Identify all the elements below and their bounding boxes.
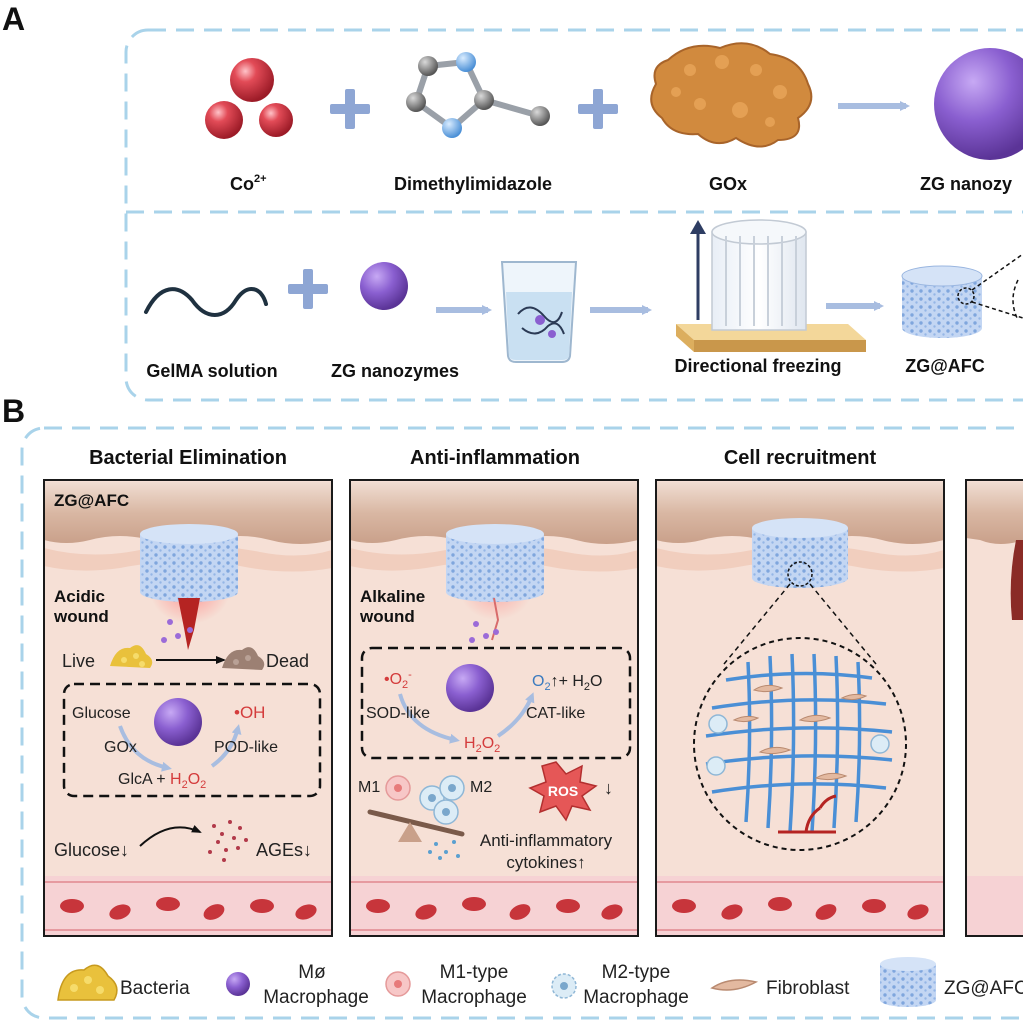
panel-a-letter: A — [2, 1, 25, 37]
glucose-decrease-label: Glucose↓ — [54, 840, 129, 860]
beaker — [500, 261, 578, 363]
dead-label: Dead — [266, 651, 309, 671]
new-vessel — [778, 794, 837, 834]
legend-fibroblast-icon — [710, 979, 759, 991]
directional-freezing-device — [676, 219, 866, 352]
legend-bacteria-label: Bacteria — [120, 978, 190, 999]
legend-m1-icon — [385, 971, 411, 997]
m2-macrophage-cluster — [419, 775, 465, 825]
plus-sign-1 — [330, 89, 370, 129]
legend-scaffold-label: ZG@AFC — [944, 978, 1023, 999]
scaffold-box-3 — [752, 518, 848, 588]
dimethylimidazole-molecule — [406, 52, 550, 138]
nanozyme-box-2 — [446, 664, 494, 712]
zg-nanozymes-label: ZG nanozymes — [331, 361, 459, 381]
zg-nanozyme-small — [360, 262, 408, 310]
cytokines-label-1: Anti-inflammatory — [480, 831, 613, 850]
panel-a-frame — [124, 28, 1023, 402]
red-blood-cells — [60, 897, 929, 920]
pod-curve-arrow — [210, 724, 242, 768]
h2o2-label-2: H2O2 — [464, 735, 500, 755]
zg-nanozyme-large — [934, 48, 1023, 160]
gox-label: GOx — [709, 174, 747, 194]
cat-like-label: CAT-like — [526, 705, 585, 722]
legend-bacteria-icon — [57, 964, 118, 1001]
panel-b-letter: B — [2, 393, 25, 429]
scaffold-box-1 — [140, 524, 238, 602]
wound-clot-1 — [178, 598, 200, 650]
freezing-label: Directional freezing — [674, 356, 841, 376]
glucose-to-ages-arrow — [139, 824, 202, 847]
plus-sign-3 — [288, 269, 328, 309]
cytokine-dots — [428, 840, 460, 860]
gox-texture — [671, 55, 787, 127]
m2-cells-in-mesh — [706, 714, 890, 776]
reaction-box-2 — [360, 646, 632, 760]
fibroblasts-in-mesh — [732, 684, 868, 781]
m1-macrophage-icon — [385, 775, 411, 801]
alkaline-wound-label-2: wound — [359, 607, 415, 626]
gelma-strand — [144, 287, 268, 317]
legend-fibroblast-label: Fibroblast — [766, 978, 850, 999]
cat-curve-arrow — [496, 692, 535, 738]
scaffold-box-2 — [446, 524, 544, 602]
legend-scaffold-icon — [880, 957, 936, 1007]
seesaw — [367, 809, 465, 842]
acidic-wound-label-2: wound — [53, 607, 109, 626]
hydroxyl-label: •OH — [234, 703, 265, 722]
column-title-inflammation: Anti-inflammation — [410, 447, 580, 469]
ros-label: ROS — [548, 783, 578, 799]
alkaline-wound-label-1: Alkaline — [360, 587, 425, 606]
dead-bacteria-icon — [222, 647, 265, 670]
live-bacteria-icon — [110, 645, 153, 668]
zg-afc-label-a: ZG@AFC — [905, 356, 985, 376]
box-inflammation — [349, 479, 639, 937]
ages-decrease-label: AGEs↓ — [256, 840, 312, 860]
cytokines-label-2: cytokines↑ — [506, 853, 585, 872]
aligned-mesh — [705, 653, 893, 833]
dimethylimidazole-label: Dimethylimidazole — [394, 174, 552, 194]
glucose-label: Glucose — [72, 705, 131, 722]
legend-m2-label-1: M2-type — [602, 962, 671, 983]
gox-curve-arrow — [118, 725, 172, 772]
live-label: Live — [62, 651, 95, 671]
legend-m2-label-2: Macrophage — [583, 987, 689, 1008]
gox-enzyme-label: GOx — [104, 739, 137, 756]
zg-nanozyme-label: ZG nanozy — [920, 174, 1012, 194]
nanozyme-box-1 — [154, 698, 202, 746]
cobalt-label: Co2+ — [230, 173, 267, 194]
plus-sign-2 — [578, 89, 618, 129]
oxygen-water-label: O2↑+ H2O — [532, 673, 603, 693]
superoxide-label: •O2- — [384, 669, 412, 691]
ros-decrease-arrow: ↓ — [604, 778, 613, 798]
pod-like-label: POD-like — [214, 739, 278, 756]
ros-burst: ROS — [528, 761, 598, 822]
nanoparticles-released-2 — [469, 621, 499, 643]
reaction-box-1 — [62, 682, 322, 798]
legend-macrophage-label: Macrophage — [263, 987, 369, 1008]
sod-curve-arrow — [398, 693, 460, 744]
zg-afc-scaffold-a — [901, 253, 1023, 338]
legend-macrophage-symbol: Mø — [298, 962, 326, 983]
ages-particles — [208, 820, 248, 862]
nanoparticles-released-1 — [161, 619, 193, 643]
legend-macrophage-icon — [226, 972, 250, 996]
column-title-cell: Cell recruitment — [724, 447, 877, 469]
box-fourth-partial — [965, 479, 1023, 937]
glca-h2o2-label: GlcA + H2O2 — [118, 771, 206, 791]
column-title-bacterial: Bacterial Elimination — [89, 447, 287, 469]
cobalt-ions — [205, 58, 293, 139]
gelma-label: GelMA solution — [146, 361, 277, 381]
m1-label: M1 — [358, 779, 380, 796]
legend-m1-label-1: M1-type — [440, 962, 509, 983]
acidic-wound-label-1: Acidic — [54, 587, 105, 606]
legend-m2-icon — [551, 973, 577, 999]
legend-m1-label-2: Macrophage — [421, 987, 527, 1008]
m2-label: M2 — [470, 779, 492, 796]
zg-afc-tag: ZG@AFC — [54, 491, 129, 510]
sod-like-label: SOD-like — [366, 705, 430, 722]
